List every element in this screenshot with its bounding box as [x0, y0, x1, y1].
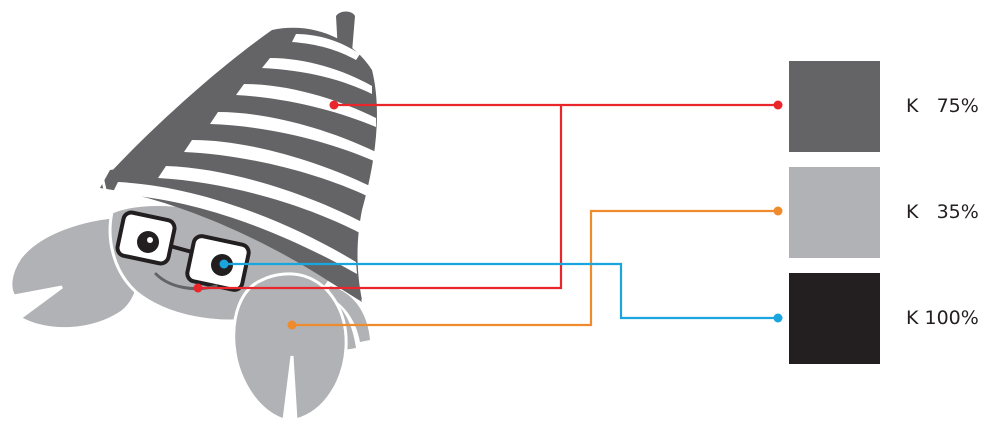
swatch-k75 — [789, 61, 880, 152]
eye-left-highlight — [147, 237, 153, 243]
front-claw — [234, 274, 346, 420]
swatch-label-k100: K 100% — [906, 307, 979, 329]
swatch-k35 — [789, 167, 880, 258]
swatch-legend: K 75% K 35% K 100% — [789, 61, 979, 364]
hermit-crab-illustration — [11, 12, 377, 421]
callout-dot — [774, 314, 783, 323]
callout-dot — [194, 284, 203, 293]
callout-dot — [774, 101, 783, 110]
swatch-label-k35: K 35% — [906, 201, 979, 223]
callout-dot — [330, 101, 339, 110]
callout-dot — [774, 207, 783, 216]
callout-orange — [288, 207, 783, 330]
swatch-label-k75: K 75% — [906, 95, 979, 117]
callout-dot — [288, 321, 297, 330]
swatch-k100 — [789, 273, 880, 364]
callout-dot — [220, 260, 229, 269]
